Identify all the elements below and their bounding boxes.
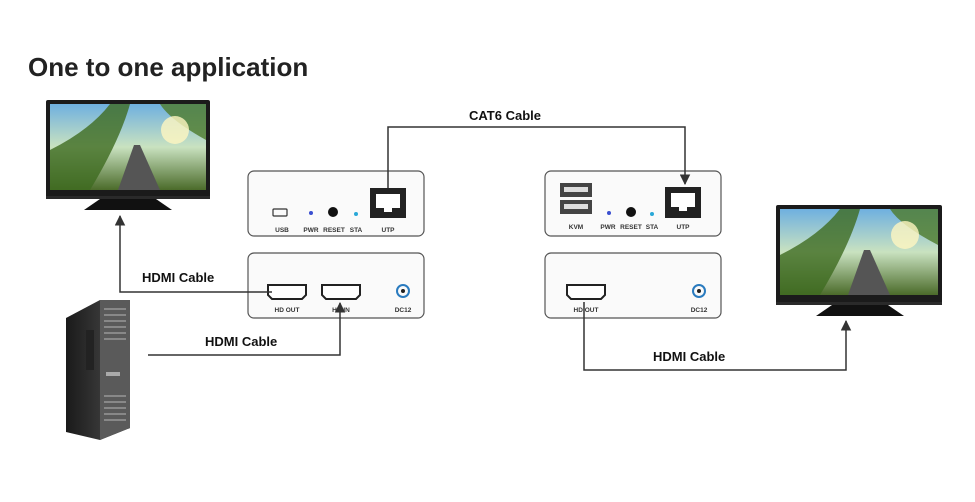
transmitter-top-panel: USB PWR RESET STA UTP: [247, 170, 425, 237]
reset-label: RESET: [620, 224, 642, 231]
receiver-bottom-panel: HD OUT DC12: [544, 252, 722, 319]
dc12-port-icon: [396, 284, 410, 298]
pc-tower: [66, 300, 130, 440]
sta-led-icon: [354, 212, 358, 216]
page-title: One to one application: [28, 52, 309, 82]
hd-out-label: HD OUT: [275, 307, 300, 314]
hdmi-cable-label-pc-in: HDMI Cable: [205, 334, 278, 349]
utp-label: UTP: [677, 224, 691, 231]
dc12-port-icon: [692, 284, 706, 298]
pwr-led-icon: [309, 211, 313, 215]
reset-button-icon: [626, 207, 636, 217]
hdmi-cable-pc-to-tx-line: [148, 301, 346, 356]
utp-label: UTP: [382, 227, 396, 234]
usb-port-icon: [272, 208, 288, 217]
hdmi-in-port-icon: [321, 284, 361, 300]
left-monitor: [46, 100, 210, 210]
reset-label: RESET: [323, 227, 345, 234]
sta-label: STA: [646, 224, 659, 231]
pwr-led-icon: [607, 211, 611, 215]
hdmi-cable-label-rx-out: HDMI Cable: [653, 349, 726, 364]
pwr-label: PWR: [303, 227, 318, 234]
right-monitor: [776, 205, 942, 316]
hd-out-label: HD OUT: [574, 307, 599, 314]
hd-in-label: HD IN: [332, 307, 350, 314]
hdmi-out-port-icon: [566, 284, 606, 300]
dc12-label: DC12: [691, 307, 708, 314]
sta-label: STA: [350, 227, 363, 234]
usb-label: USB: [275, 227, 289, 234]
hdmi-cable-rx-to-tv-line: [583, 302, 852, 371]
kvm-label: KVM: [569, 224, 583, 231]
sta-led-icon: [650, 212, 654, 216]
receiver-top-panel: KVM PWR RESET STA UTP: [544, 170, 722, 237]
dc12-label: DC12: [395, 307, 412, 314]
cat6-cable-label: CAT6 Cable: [469, 108, 541, 123]
hdmi-cable-tx-to-tv-line: [114, 214, 272, 293]
hdmi-out-port-icon: [267, 284, 307, 300]
pwr-label: PWR: [600, 224, 615, 231]
cat6-cable-line: [387, 126, 691, 188]
hdmi-cable-label-tx-out: HDMI Cable: [142, 270, 215, 285]
transmitter-bottom-panel: HD OUT HD IN DC12: [247, 252, 425, 319]
reset-button-icon: [328, 207, 338, 217]
